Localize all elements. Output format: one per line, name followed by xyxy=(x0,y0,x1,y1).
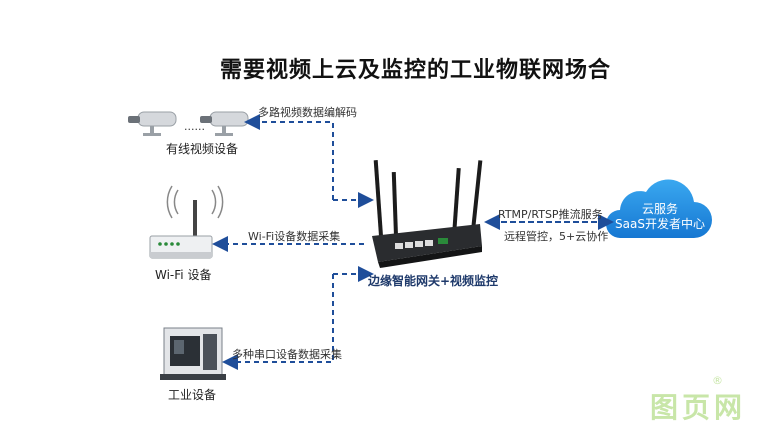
cloud-label: 云服务 SaaS开发者中心 xyxy=(612,202,708,232)
wifi-caption: Wi-Fi 设备 xyxy=(155,268,212,282)
watermark-registered-mark: ® xyxy=(712,374,723,387)
cloud-link-label-top: RTMP/RTSP推流服务 xyxy=(498,208,603,221)
camera-link-arrow xyxy=(244,114,334,200)
gateway-caption: 边缘智能网关+视频监控 xyxy=(368,274,499,288)
wifi-device-icon xyxy=(149,185,224,259)
camera-icon-left xyxy=(128,111,177,136)
page-title: 需要视频上云及监控的工业物联网场合 xyxy=(219,58,611,83)
cloud-link-label-bottom: 远程管控，5+云协作 xyxy=(504,230,609,243)
industrial-link-label: 多种串口设备数据采集 xyxy=(232,348,342,361)
industrial-link-arrow xyxy=(222,274,334,370)
camera-icon-right xyxy=(200,111,249,136)
router-icon xyxy=(372,160,483,268)
cloud-icon xyxy=(606,179,712,238)
industrial-machine-icon xyxy=(160,327,226,380)
industrial-caption: 工业设备 xyxy=(168,388,217,402)
cloud-label-line2: SaaS开发者中心 xyxy=(615,217,705,231)
camera-link-label: 多路视频数据编解码 xyxy=(258,106,357,119)
camera-dots: ...... xyxy=(184,120,205,133)
watermark: 图页网 xyxy=(650,391,747,424)
cloud-label-line1: 云服务 xyxy=(641,202,678,216)
wifi-link-label: Wi-Fi设备数据采集 xyxy=(248,230,341,243)
camera-caption: 有线视频设备 xyxy=(166,142,239,156)
